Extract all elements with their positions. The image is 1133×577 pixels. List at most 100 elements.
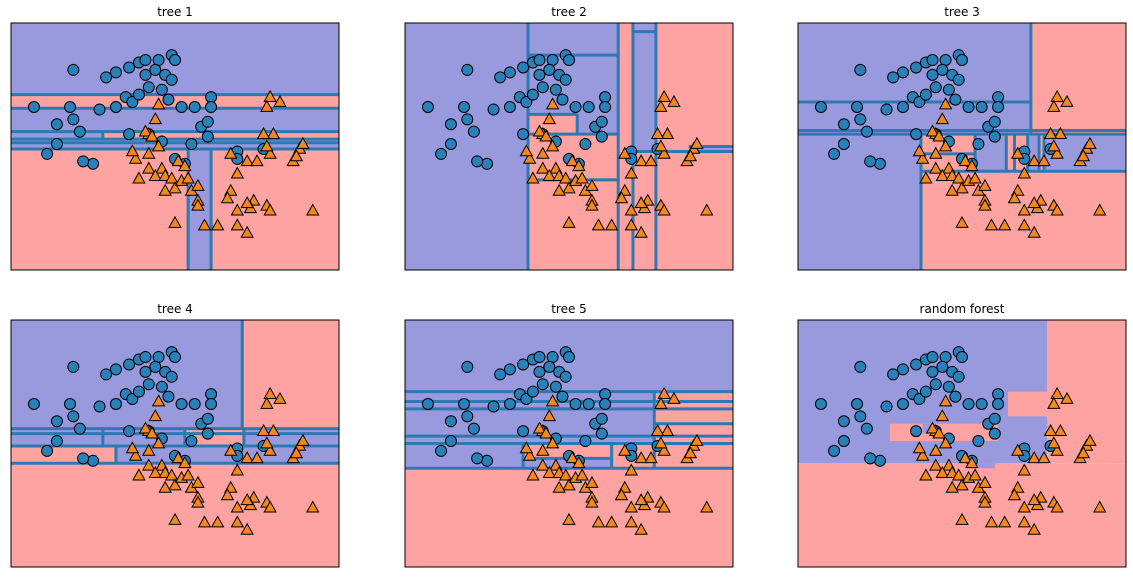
panel-6: random forest xyxy=(797,302,1127,568)
point-class-1 xyxy=(585,475,599,488)
point-class-1 xyxy=(562,215,576,228)
point-class-0 xyxy=(503,363,516,376)
point-class-1 xyxy=(938,97,953,110)
point-class-1 xyxy=(526,171,540,184)
point-class-1 xyxy=(657,146,671,159)
point-class-0 xyxy=(936,63,949,76)
point-class-0 xyxy=(910,128,923,141)
point-class-1 xyxy=(552,480,566,493)
point-class-1 xyxy=(250,451,264,464)
point-class-0 xyxy=(536,81,549,94)
point-class-1 xyxy=(542,112,557,125)
point-class-1 xyxy=(151,436,166,449)
point-class-0 xyxy=(67,113,80,126)
point-class-1 xyxy=(965,456,979,469)
point-class-0 xyxy=(109,66,122,79)
point-class-1 xyxy=(536,161,550,174)
point-class-1 xyxy=(230,203,245,216)
point-class-0 xyxy=(487,400,500,413)
point-class-0 xyxy=(854,113,867,126)
point-class-0 xyxy=(205,91,218,104)
point-class-0 xyxy=(949,390,962,403)
point-class-1 xyxy=(240,225,254,238)
point-class-1 xyxy=(220,191,235,204)
point-class-1 xyxy=(575,468,589,481)
point-class-1 xyxy=(935,112,950,125)
panel-3: tree 3 xyxy=(797,5,1127,271)
point-class-1 xyxy=(955,478,969,491)
point-class-1 xyxy=(1017,500,1032,513)
point-class-1 xyxy=(1053,126,1068,139)
point-class-1 xyxy=(1050,443,1064,456)
point-class-0 xyxy=(132,88,145,101)
point-class-0 xyxy=(471,452,484,465)
point-class-0 xyxy=(188,397,201,410)
point-class-0 xyxy=(503,397,516,410)
point-class-1 xyxy=(984,515,999,528)
point-class-0 xyxy=(149,63,162,76)
point-class-0 xyxy=(962,397,975,410)
point-class-1 xyxy=(585,178,599,191)
point-class-0 xyxy=(41,147,54,160)
point-class-1 xyxy=(915,151,930,164)
plot-area xyxy=(11,320,339,567)
point-class-0 xyxy=(139,54,152,67)
point-class-0 xyxy=(126,96,139,109)
point-class-0 xyxy=(896,363,909,376)
point-class-0 xyxy=(854,360,867,373)
point-class-0 xyxy=(851,397,864,410)
point-class-1 xyxy=(912,441,927,454)
point-class-1 xyxy=(142,146,156,159)
point-class-1 xyxy=(562,181,576,194)
point-class-0 xyxy=(467,422,480,435)
point-class-1 xyxy=(552,168,566,181)
point-class-0 xyxy=(874,454,886,467)
point-class-1 xyxy=(1017,203,1032,216)
point-class-0 xyxy=(520,393,533,406)
point-class-1 xyxy=(266,126,281,139)
point-class-0 xyxy=(73,125,86,138)
point-class-0 xyxy=(952,370,965,383)
region-class-1 xyxy=(102,131,339,140)
point-class-1 xyxy=(171,451,186,464)
point-class-0 xyxy=(896,100,909,113)
point-class-1 xyxy=(624,500,639,513)
point-class-1 xyxy=(148,409,163,422)
point-class-0 xyxy=(533,68,546,81)
point-class-0 xyxy=(205,397,218,410)
point-class-1 xyxy=(539,129,553,142)
point-class-1 xyxy=(644,154,658,167)
point-class-0 xyxy=(556,390,569,403)
point-class-1 xyxy=(572,456,586,469)
point-class-1 xyxy=(955,512,969,525)
point-class-0 xyxy=(988,412,1001,425)
point-class-1 xyxy=(138,124,153,137)
point-class-1 xyxy=(634,196,648,209)
point-class-0 xyxy=(988,115,1001,128)
point-class-1 xyxy=(1027,225,1041,238)
point-class-0 xyxy=(142,378,155,391)
point-class-1 xyxy=(142,161,156,174)
point-class-0 xyxy=(169,54,181,67)
point-class-0 xyxy=(579,138,592,151)
point-class-1 xyxy=(978,475,992,488)
point-class-0 xyxy=(837,138,850,151)
region-class-0 xyxy=(632,23,656,152)
point-class-1 xyxy=(984,218,999,231)
point-class-1 xyxy=(618,146,632,159)
point-class-0 xyxy=(185,138,198,151)
point-class-0 xyxy=(139,365,152,378)
point-class-1 xyxy=(915,448,930,461)
point-class-1 xyxy=(1027,493,1041,506)
region-class-0 xyxy=(688,146,733,152)
point-class-0 xyxy=(896,66,909,79)
point-class-1 xyxy=(224,146,238,159)
point-class-1 xyxy=(191,475,205,488)
panel-title: tree 1 xyxy=(157,5,193,19)
point-class-1 xyxy=(522,448,537,461)
point-class-1 xyxy=(536,458,550,471)
point-class-0 xyxy=(87,454,99,467)
point-class-1 xyxy=(1007,191,1022,204)
point-class-0 xyxy=(939,351,952,364)
region-class-0 xyxy=(405,23,528,270)
